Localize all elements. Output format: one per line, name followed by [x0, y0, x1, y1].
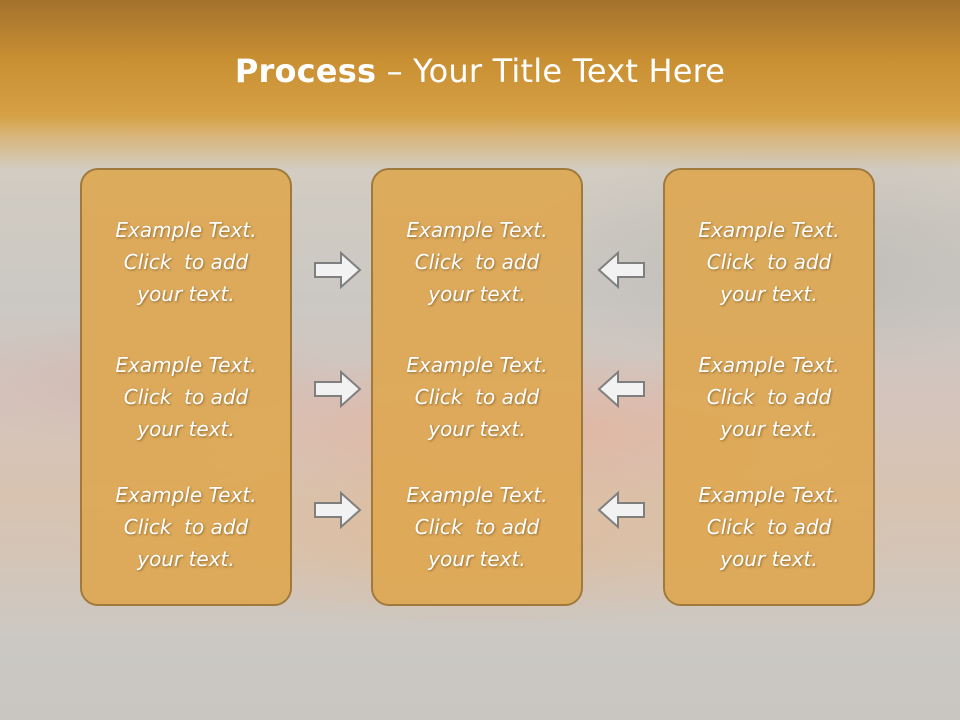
- text-line: Click to add: [123, 515, 249, 539]
- text-block[interactable]: Example Text. Click to add your text.: [82, 479, 290, 575]
- arrow-right-icon[interactable]: [313, 490, 363, 530]
- text-block[interactable]: Example Text. Click to add your text.: [82, 349, 290, 445]
- text-line: Example Text.: [115, 483, 257, 507]
- process-box-right[interactable]: Example Text. Click to add your text. Ex…: [663, 168, 875, 606]
- arrow-right-icon[interactable]: [313, 250, 363, 290]
- text-block[interactable]: Example Text. Click to add your text.: [373, 214, 581, 310]
- process-box-middle[interactable]: Example Text. Click to add your text. Ex…: [371, 168, 583, 606]
- text-line: Example Text.: [115, 218, 257, 242]
- text-block[interactable]: Example Text. Click to add your text.: [665, 349, 873, 445]
- text-line: your text.: [137, 282, 235, 306]
- text-line: your text.: [720, 282, 818, 306]
- text-line: your text.: [428, 547, 526, 571]
- text-line: your text.: [428, 282, 526, 306]
- title-rest: – Your Title Text Here: [376, 52, 726, 90]
- text-line: Click to add: [414, 385, 540, 409]
- text-line: Click to add: [414, 515, 540, 539]
- text-line: Example Text.: [698, 218, 840, 242]
- arrow-left-icon[interactable]: [596, 250, 646, 290]
- text-line: Click to add: [414, 250, 540, 274]
- text-block[interactable]: Example Text. Click to add your text.: [665, 479, 873, 575]
- text-line: Example Text.: [115, 353, 257, 377]
- text-line: Example Text.: [406, 218, 548, 242]
- process-box-left[interactable]: Example Text. Click to add your text. Ex…: [80, 168, 292, 606]
- slide-title[interactable]: Process – Your Title Text Here: [0, 52, 960, 90]
- arrow-left-icon[interactable]: [596, 490, 646, 530]
- text-line: Example Text.: [406, 483, 548, 507]
- text-line: Click to add: [706, 515, 832, 539]
- title-strong: Process: [234, 52, 377, 90]
- text-line: Click to add: [123, 250, 249, 274]
- text-line: your text.: [720, 547, 818, 571]
- text-line: Example Text.: [698, 483, 840, 507]
- text-block[interactable]: Example Text. Click to add your text.: [373, 349, 581, 445]
- text-line: Example Text.: [406, 353, 548, 377]
- text-line: your text.: [137, 417, 235, 441]
- text-block[interactable]: Example Text. Click to add your text.: [82, 214, 290, 310]
- arrow-right-icon[interactable]: [313, 369, 363, 409]
- text-line: your text.: [137, 547, 235, 571]
- arrow-left-icon[interactable]: [596, 369, 646, 409]
- text-block[interactable]: Example Text. Click to add your text.: [665, 214, 873, 310]
- text-line: Click to add: [706, 385, 832, 409]
- text-block[interactable]: Example Text. Click to add your text.: [373, 479, 581, 575]
- text-line: Click to add: [706, 250, 832, 274]
- text-line: Example Text.: [698, 353, 840, 377]
- text-line: your text.: [428, 417, 526, 441]
- text-line: Click to add: [123, 385, 249, 409]
- text-line: your text.: [720, 417, 818, 441]
